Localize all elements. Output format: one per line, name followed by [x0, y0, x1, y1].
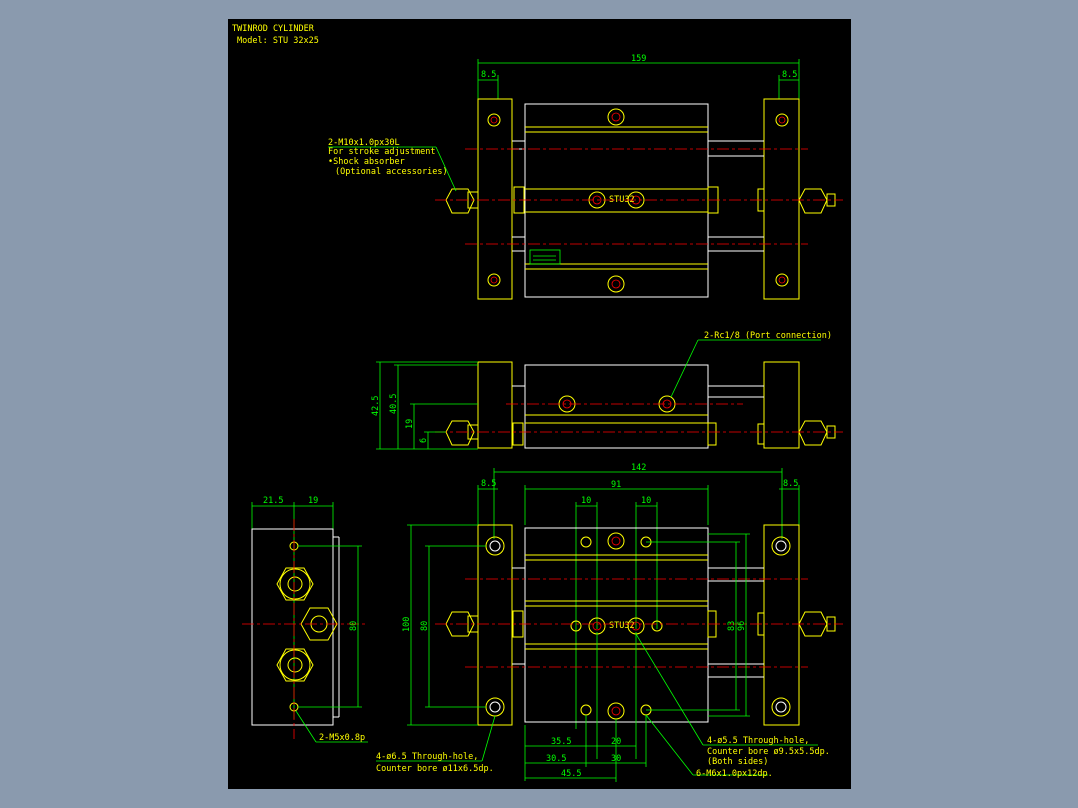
dim-bottom-10-left: 10 — [581, 496, 591, 506]
dim-end-80: 80 — [349, 621, 359, 631]
dim-bottom-96: 96 — [737, 621, 747, 631]
dim-top-8-5-right: 8.5 — [782, 70, 797, 80]
dim-bottom-83: 83 — [727, 621, 737, 631]
top-note-line2: For stroke adjustment — [328, 147, 435, 157]
top-note-line3: •Shock absorber — [328, 157, 405, 167]
cad-drawing: TWINROD CYLINDER Model: STU 32x25 159 8.… — [232, 24, 843, 782]
top-adjust-nut-left — [445, 188, 475, 214]
side-port-note: 2-Rc1/8 (Port connection) — [704, 331, 832, 341]
top-marking: STU32 — [609, 195, 635, 205]
top-right-plate — [763, 98, 800, 300]
dim-end-21-5: 21.5 — [263, 496, 283, 506]
dim-bottom-35-5: 35.5 — [551, 737, 571, 747]
dim-top-159: 159 — [631, 54, 646, 64]
dim-side-40-5: 40.5 — [389, 394, 399, 414]
top-view: 159 8.5 8.5 — [328, 54, 843, 300]
dim-end-19: 19 — [308, 496, 318, 506]
side-right-plate — [763, 361, 800, 449]
top-note-line1: 2-M10x1.0px30L — [328, 138, 400, 148]
dim-side-19: 19 — [405, 419, 415, 429]
dim-bottom-142: 142 — [631, 463, 646, 473]
end-plate — [251, 528, 334, 726]
bottom-note-left-1: 4-ø6.5 Through-hole, — [376, 752, 478, 762]
name-plate — [529, 249, 561, 265]
bottom-view: 142 8.5 8.5 91 10 10 — [376, 463, 843, 782]
drawing-title: TWINROD CYLINDER — [232, 24, 315, 34]
bottom-note-right-2: Counter bore ø9.5x5.5dp. — [707, 747, 830, 757]
top-note-line4: (Optional accessories) — [335, 167, 448, 177]
dim-bottom-8-5-left: 8.5 — [481, 479, 496, 489]
bottom-note-left-2: Counter bore ø11x6.5dp. — [376, 764, 494, 774]
bottom-marking: STU32 — [609, 621, 635, 631]
side-body — [524, 364, 709, 449]
top-adjust-nut-right — [798, 188, 828, 214]
dim-bottom-45-5: 45.5 — [561, 769, 581, 779]
side-view: 42.5 40.5 19 6 2-Rc1/8 (Port connection) — [371, 331, 843, 450]
top-left-plate — [477, 98, 513, 300]
dim-side-42-5: 42.5 — [371, 396, 381, 416]
drawing-model: Model: STU 32x25 — [237, 36, 319, 46]
dim-bottom-80: 80 — [420, 621, 430, 631]
dim-bottom-100: 100 — [402, 617, 412, 632]
dim-bottom-30-5: 30.5 — [546, 754, 566, 764]
side-left-plate — [477, 361, 513, 449]
dim-bottom-91: 91 — [611, 480, 621, 490]
dim-bottom-8-5-right: 8.5 — [783, 479, 798, 489]
drawing-sheet: TWINROD CYLINDER Model: STU 32x25 159 8.… — [228, 19, 851, 789]
dim-bottom-10-right: 10 — [641, 496, 651, 506]
bottom-note-right-1: 4-ø5.5 Through-hole, — [707, 736, 809, 746]
end-note-thread: 2-M5x0.8p — [319, 733, 365, 743]
dim-side-6: 6 — [419, 438, 429, 443]
end-view: 21.5 19 80 2-M5x0.8p — [242, 496, 368, 743]
bottom-note-thread: 6-M6x1.0px12dp. — [696, 769, 773, 779]
bottom-note-right-3: (Both sides) — [707, 757, 768, 767]
dim-top-8-5-left: 8.5 — [481, 70, 496, 80]
